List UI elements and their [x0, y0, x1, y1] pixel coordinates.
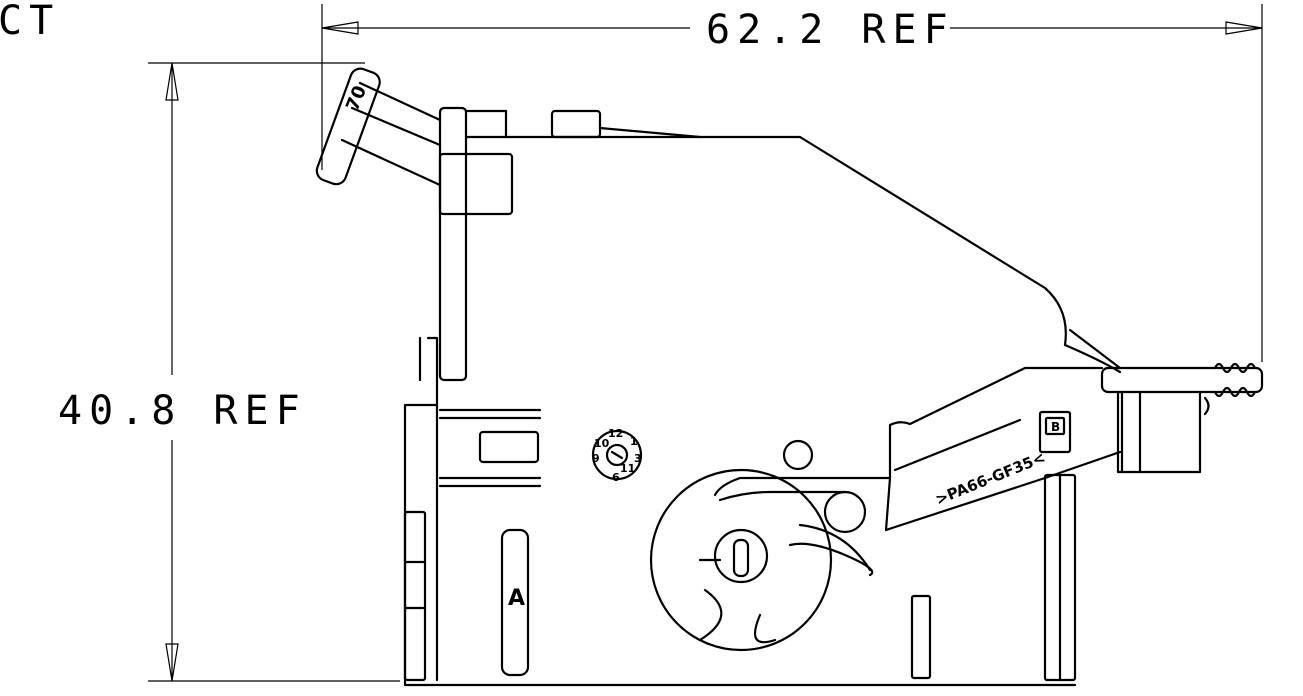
height-dimension: 40.8 REF — [58, 62, 400, 682]
clipped-label: CT — [0, 0, 60, 44]
material-mark: >PA66-GF35< — [933, 448, 1048, 508]
svg-text:9: 9 — [592, 452, 600, 465]
height-dimension-label: 40.8 REF — [58, 388, 307, 434]
arrow-up-icon — [165, 62, 179, 101]
width-dimension: 62.2 REF — [321, 4, 1263, 362]
svg-text:6: 6 — [612, 471, 620, 484]
letter-b: B — [1051, 420, 1060, 434]
spring-icon — [1213, 362, 1257, 398]
svg-text:12: 12 — [608, 427, 623, 440]
tilted-knob: 70 — [315, 67, 442, 187]
date-wheel-icon: 12 1 3 6 9 10 11 — [591, 427, 643, 484]
svg-text:3: 3 — [634, 452, 642, 465]
arrow-right-icon — [1225, 21, 1263, 35]
svg-text:11: 11 — [620, 462, 635, 475]
arrow-down-icon — [165, 643, 179, 682]
part-outline: 70 A — [315, 67, 1264, 687]
letter-a: A — [508, 586, 525, 611]
svg-text:10: 10 — [594, 437, 610, 450]
svg-text:1: 1 — [630, 435, 638, 448]
width-dimension-label: 62.2 REF — [706, 7, 955, 53]
arrow-left-icon — [321, 21, 359, 35]
